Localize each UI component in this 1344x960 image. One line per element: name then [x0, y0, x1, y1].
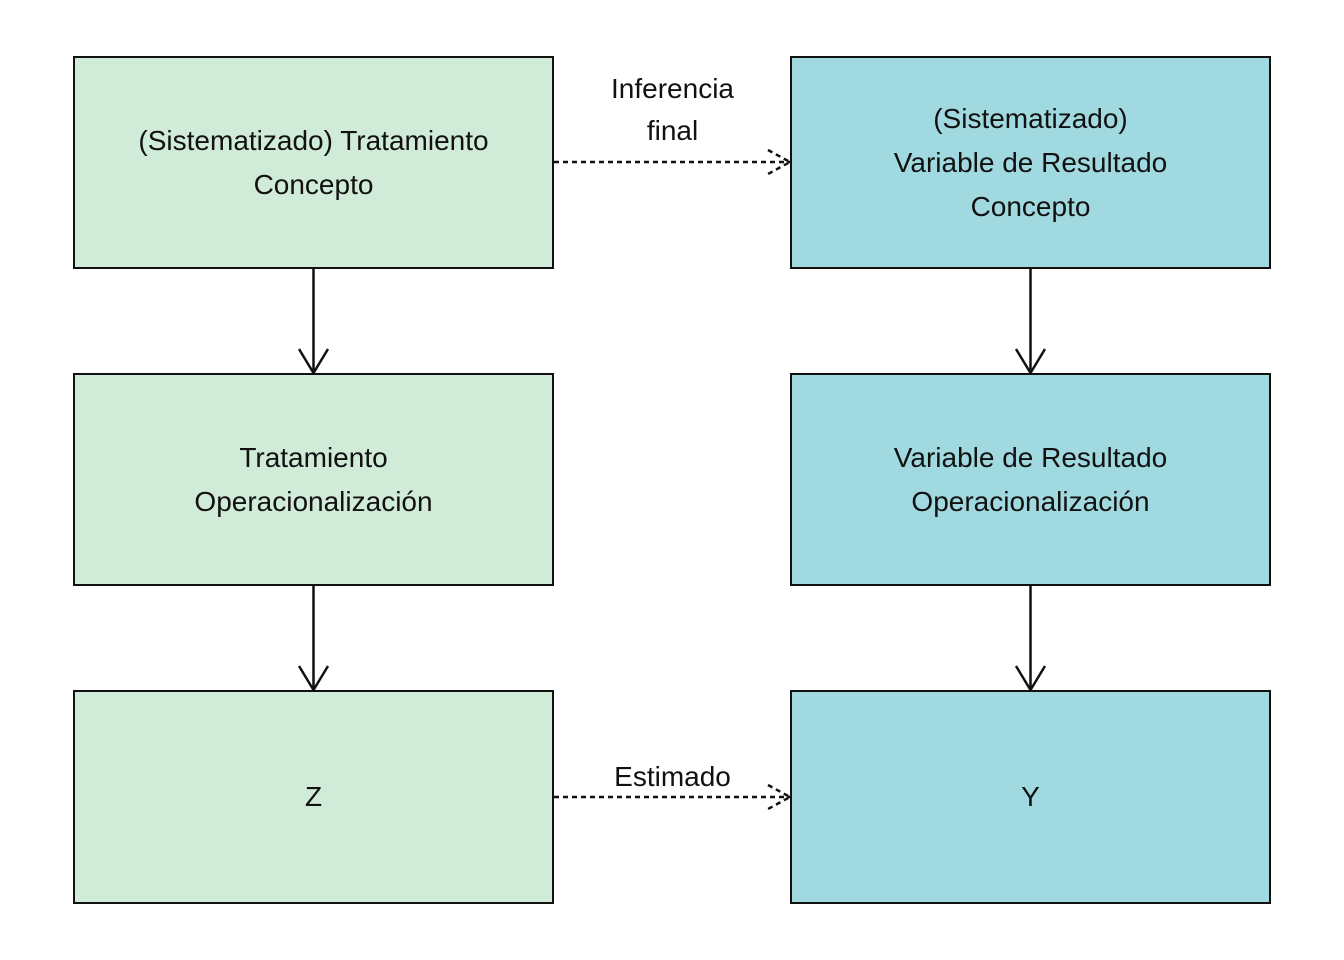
node-z: Z — [73, 690, 554, 904]
edge-label-line: final — [646, 115, 699, 146]
node-label-line: Variable de Resultado — [893, 441, 1168, 473]
edge-treatment-oper-to-z — [297, 586, 330, 693]
node-label-line: Z — [304, 781, 323, 812]
node-label-line: Variable de Resultado — [893, 146, 1168, 178]
edge-treatment-concept-to-oper — [297, 269, 330, 376]
edge-label-inference: Inferencia final — [590, 68, 755, 152]
node-outcome-concept: (Sistematizado) Variable de Resultado Co… — [790, 56, 1271, 269]
node-outcome-operationalization: Variable de Resultado Operacionalización — [790, 373, 1271, 586]
node-label-line: (Sistematizado) Tratamiento — [138, 124, 489, 156]
node-treatment-concept: (Sistematizado) Tratamiento Concepto — [73, 56, 554, 269]
node-label-line: Operacionalización — [911, 485, 1150, 517]
node-label-line: Y — [1021, 781, 1040, 812]
edge-label-line: Inferencia — [611, 73, 734, 104]
node-label-line: Tratamiento — [239, 441, 388, 473]
node-treatment-operationalization: Tratamiento Operacionalización — [73, 373, 554, 586]
edge-label-line: Estimado — [614, 761, 731, 792]
node-label-line: Concepto — [970, 190, 1091, 222]
edge-label-estimated: Estimado — [590, 756, 755, 798]
node-y: Y — [790, 690, 1271, 904]
node-label-line: Operacionalización — [194, 485, 433, 517]
node-label-line: (Sistematizado) — [933, 102, 1128, 134]
edge-inference-dashed — [554, 148, 793, 176]
edge-estimated-dashed — [554, 783, 793, 811]
edge-outcome-concept-to-oper — [1014, 269, 1047, 376]
node-label-line: Concepto — [253, 168, 374, 200]
edge-outcome-oper-to-y — [1014, 586, 1047, 693]
